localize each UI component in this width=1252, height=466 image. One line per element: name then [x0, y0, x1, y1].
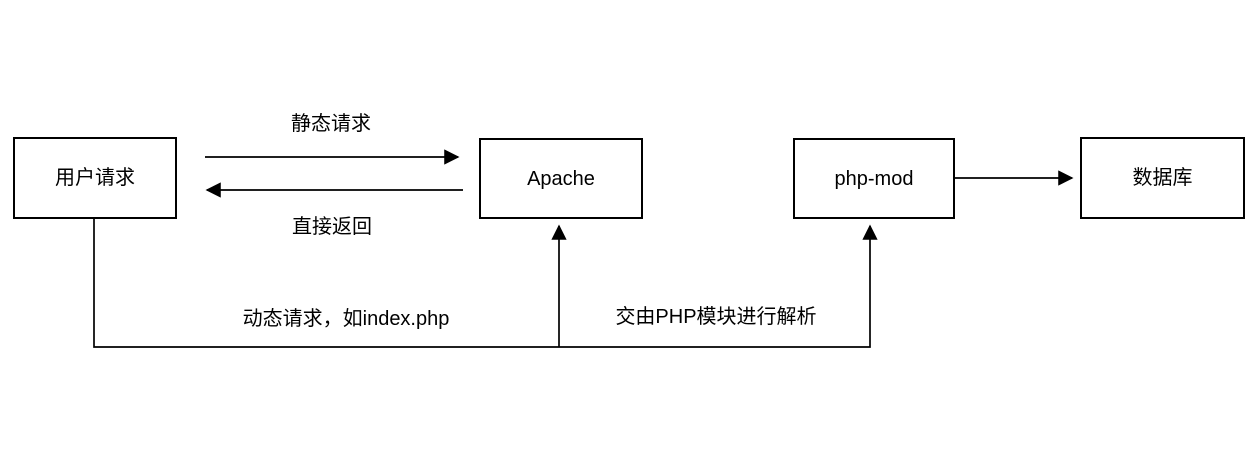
edge-label-dynamic-request: 动态请求，如index.php — [240, 307, 452, 331]
node-php-mod: php-mod — [793, 138, 955, 219]
arrow-dynamic-request-path — [93, 219, 878, 348]
node-user-request-label: 用户请求 — [55, 167, 135, 189]
node-database: 数据库 — [1080, 137, 1245, 219]
edge-label-direct-return: 直接返回 — [290, 215, 374, 239]
node-user-request: 用户请求 — [13, 137, 177, 219]
edge-label-php-parse: 交由PHP模块进行解析 — [613, 305, 819, 329]
node-apache: Apache — [479, 138, 643, 219]
node-database-label: 数据库 — [1132, 167, 1193, 189]
node-apache-label: Apache — [527, 167, 595, 190]
node-php-mod-label: php-mod — [834, 167, 914, 190]
edge-label-static-request: 静态请求 — [289, 112, 373, 136]
